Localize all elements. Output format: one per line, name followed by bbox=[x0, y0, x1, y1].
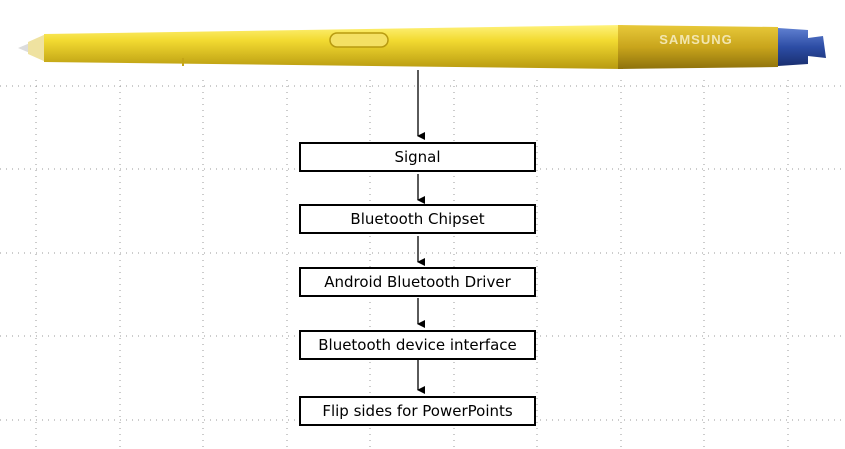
flow-step-label: Android Bluetooth Driver bbox=[324, 273, 511, 291]
pen-brand-label: SAMSUNG bbox=[659, 32, 732, 47]
flow-step-label: Bluetooth Chipset bbox=[350, 210, 485, 228]
flow-step-android-bluetooth-driver: Android Bluetooth Driver bbox=[299, 267, 536, 297]
s-pen-image: SAMSUNG bbox=[18, 25, 826, 69]
flow-step-flip-sides: Flip sides for PowerPoints bbox=[299, 396, 536, 426]
flow-step-signal: Signal bbox=[299, 142, 536, 172]
flow-step-bluetooth-chipset: Bluetooth Chipset bbox=[299, 204, 536, 234]
flow-step-label: Signal bbox=[394, 148, 441, 166]
flow-step-label: Flip sides for PowerPoints bbox=[322, 402, 513, 420]
flow-step-bluetooth-device-interface: Bluetooth device interface bbox=[299, 330, 536, 360]
flow-step-label: Bluetooth device interface bbox=[318, 336, 517, 354]
